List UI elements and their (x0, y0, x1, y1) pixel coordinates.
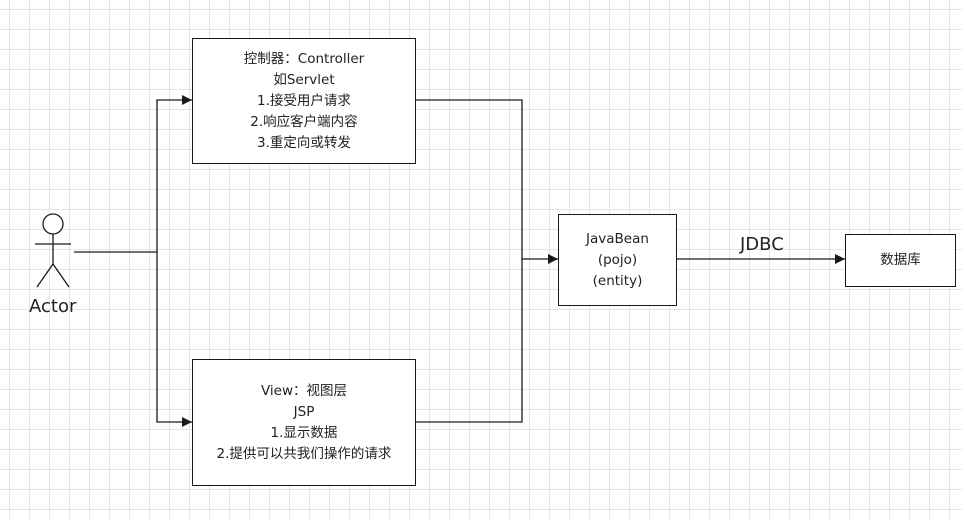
view-line-4: 2.提供可以共我们操作的请求 (216, 445, 392, 462)
controller-node[interactable]: 控制器：Controller 如Servlet 1.接受用户请求 2.响应客户端… (192, 38, 416, 164)
controller-line-2: 如Servlet (273, 71, 335, 88)
actor-left-leg (36, 263, 54, 288)
actor-label: Actor (29, 296, 77, 317)
actor-right-leg (52, 263, 70, 288)
view-line-2: JSP (293, 403, 315, 420)
actor-head (42, 213, 64, 235)
controller-line-5: 3.重定向或转发 (257, 134, 351, 151)
database-node[interactable]: 数据库 (845, 234, 956, 287)
view-line-3: 1.显示数据 (270, 424, 338, 441)
edge-to-view (156, 252, 192, 427)
jdbc-edge-label: JDBC (740, 234, 784, 255)
view-line-1: View：视图层 (260, 382, 348, 399)
edge-view-to-merge (415, 259, 523, 423)
edge-to-controller (156, 95, 192, 252)
javabean-node[interactable]: JavaBean (pojo) (entity) (558, 214, 677, 306)
controller-line-1: 控制器：Controller (243, 50, 365, 67)
controller-line-4: 2.响应客户端内容 (250, 113, 358, 130)
view-node[interactable]: View：视图层 JSP 1.显示数据 2.提供可以共我们操作的请求 (192, 359, 416, 486)
database-label: 数据库 (880, 252, 921, 268)
actor-figure[interactable] (35, 213, 71, 288)
javabean-line-1: JavaBean (586, 230, 649, 247)
controller-line-3: 1.接受用户请求 (257, 92, 351, 109)
javabean-line-2: (pojo) (597, 251, 638, 268)
edge-controller-to-merge (415, 99, 523, 259)
javabean-line-3: (entity) (592, 272, 643, 289)
